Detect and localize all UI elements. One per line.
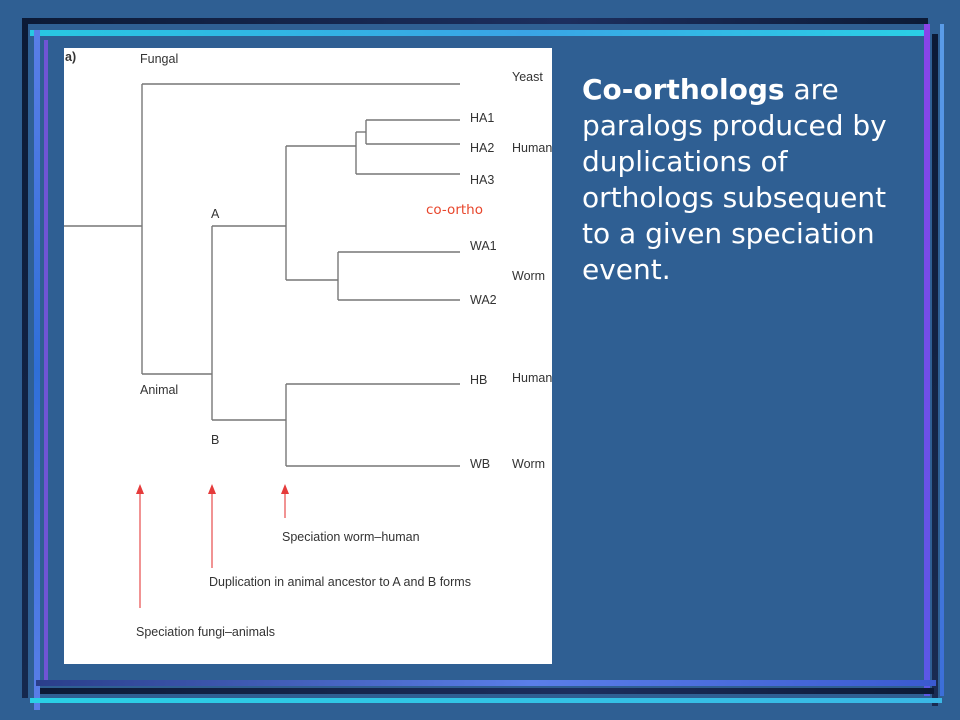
leaf-label-wa1: WA1: [470, 239, 497, 253]
frame-bar-bottom-dark: [40, 688, 934, 694]
frame-bar-bottom-blue: [36, 680, 936, 686]
frame-bar-left-dark: [22, 18, 28, 698]
event-label-speciation-fungi-animals: Speciation fungi–animals: [136, 625, 275, 639]
species-label-human-b: Human: [512, 371, 552, 385]
frame-bar-left-violet: [44, 40, 48, 680]
leaf-label-ha1: HA1: [470, 111, 494, 125]
event-label-speciation-worm-human: Speciation worm–human: [282, 530, 420, 544]
leaf-label-ha2: HA2: [470, 141, 494, 155]
tree-diagram: a) Fungal Animal A B HA1 HA2 HA3 WA1 WA2…: [64, 50, 552, 639]
species-label-worm-b: Worm: [512, 457, 545, 471]
frame-bar-right-dark: [932, 34, 938, 706]
species-label-human-a: Human: [512, 141, 552, 155]
leaf-label-hb: HB: [470, 373, 487, 387]
species-label-yeast: Yeast: [512, 70, 543, 84]
event-arrows: [136, 484, 289, 608]
arrowhead-speciation-worm-human: [281, 484, 289, 494]
group-label-animal: Animal: [140, 383, 178, 397]
leaf-label-wb: WB: [470, 457, 490, 471]
leaf-label-wa2: WA2: [470, 293, 497, 307]
panel-label: a): [65, 50, 76, 64]
leaf-label-ha3: HA3: [470, 173, 494, 187]
group-label-b: B: [211, 433, 219, 447]
species-label-worm-a: Worm: [512, 269, 545, 283]
frame-bar-bottom-light: [30, 698, 942, 703]
frame-bar-right-light: [940, 24, 944, 696]
frame-bar-top-light: [30, 30, 930, 36]
arrowhead-speciation-fungi-animals: [136, 484, 144, 494]
phylogenetic-tree-figure: a) Fungal Animal A B HA1 HA2 HA3 WA1 WA2…: [64, 48, 552, 664]
tree-branches: [64, 83, 460, 467]
description-text: Co-orthologs are paralogs produced by du…: [582, 72, 902, 288]
co-ortho-annotation: co-ortho: [426, 202, 483, 218]
frame-bar-top-dark: [22, 18, 928, 24]
description-rest: are paralogs produced by duplications of…: [582, 73, 887, 286]
frame-bar-left-blue: [34, 30, 40, 710]
description-term: Co-orthologs: [582, 73, 785, 106]
group-label-fungal: Fungal: [140, 52, 178, 66]
arrowhead-duplication: [208, 484, 216, 494]
event-label-duplication: Duplication in animal ancestor to A and …: [209, 575, 471, 589]
frame-bar-right-violet: [924, 24, 930, 696]
group-label-a: A: [211, 207, 220, 221]
